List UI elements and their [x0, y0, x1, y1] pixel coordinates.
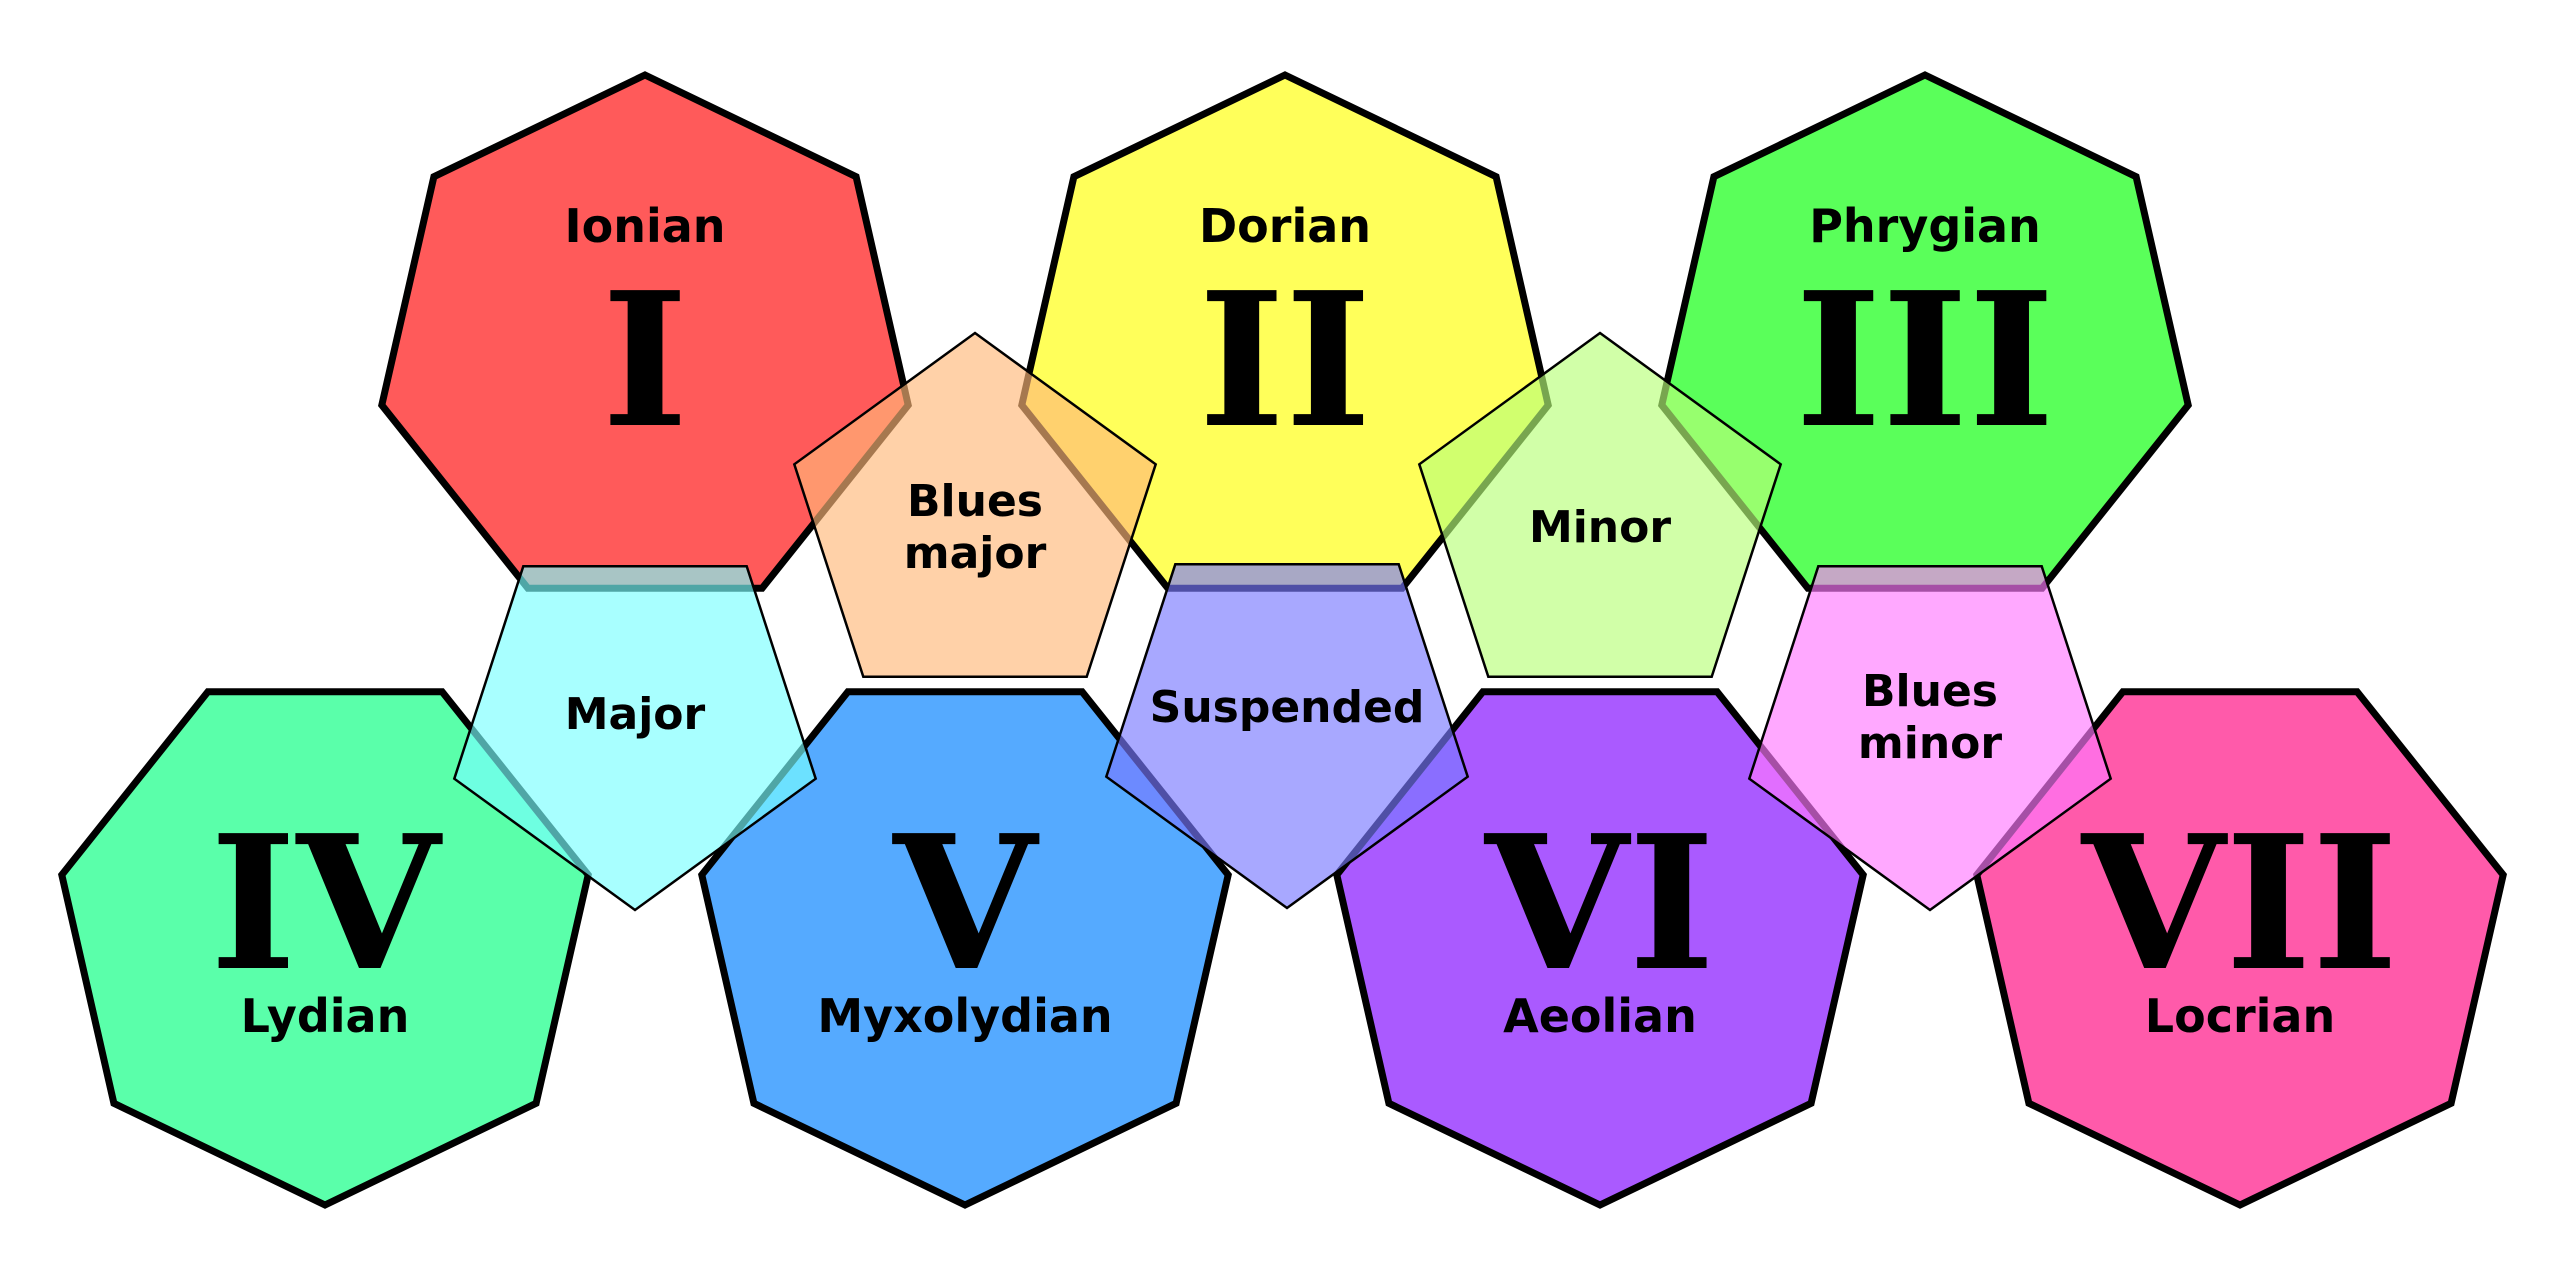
scale-label-blues-minor-line-2: minor — [1858, 718, 2002, 769]
numeral-ionian: I — [602, 251, 689, 469]
mode-name-lydian: Lydian — [241, 989, 410, 1043]
pentagon-suspended — [1104, 563, 1470, 910]
mode-name-aeolian: Aeolian — [1503, 989, 1697, 1043]
pentagon-blues-major — [792, 331, 1158, 678]
scale-label-suspended-line-1: Suspended — [1150, 682, 1425, 733]
numeral-mixolydian: V — [891, 794, 1040, 1012]
heptagon-aeolian — [1333, 688, 1867, 1209]
mode-name-mixolydian: Myxolydian — [817, 989, 1112, 1043]
mode-name-phrygian: Phrygian — [1809, 199, 2041, 253]
scale-label-major-line-1: Major — [565, 689, 706, 740]
scale-label-blues-minor-line-1: Blues — [1862, 666, 1998, 717]
mode-name-dorian: Dorian — [1199, 199, 1371, 253]
pentagon-blues-minor — [1747, 565, 2113, 912]
heptagon-lydian — [58, 688, 592, 1209]
heptagon-mixolydian — [698, 688, 1232, 1209]
numeral-aeolian: VI — [1483, 794, 1715, 1012]
mode-name-locrian: Locrian — [2145, 989, 2335, 1043]
scale-label-blues-major-line-1: Blues — [907, 476, 1043, 527]
mode-heptagons — [58, 71, 2507, 1209]
pentagon-minor — [1417, 331, 1783, 678]
scale-label-blues-major-line-2: major — [904, 528, 1047, 579]
scale-label-minor-line-1: Minor — [1529, 502, 1671, 553]
numeral-dorian: II — [1198, 251, 1371, 469]
numeral-lydian: IV — [210, 794, 444, 1012]
scale-pentagons — [452, 331, 2113, 912]
mode-name-ionian: Ionian — [564, 199, 725, 253]
numeral-phrygian: III — [1795, 251, 2055, 469]
numeral-locrian: VII — [2080, 794, 2399, 1012]
heptagon-locrian — [1973, 688, 2507, 1209]
pentagon-major — [452, 565, 818, 912]
